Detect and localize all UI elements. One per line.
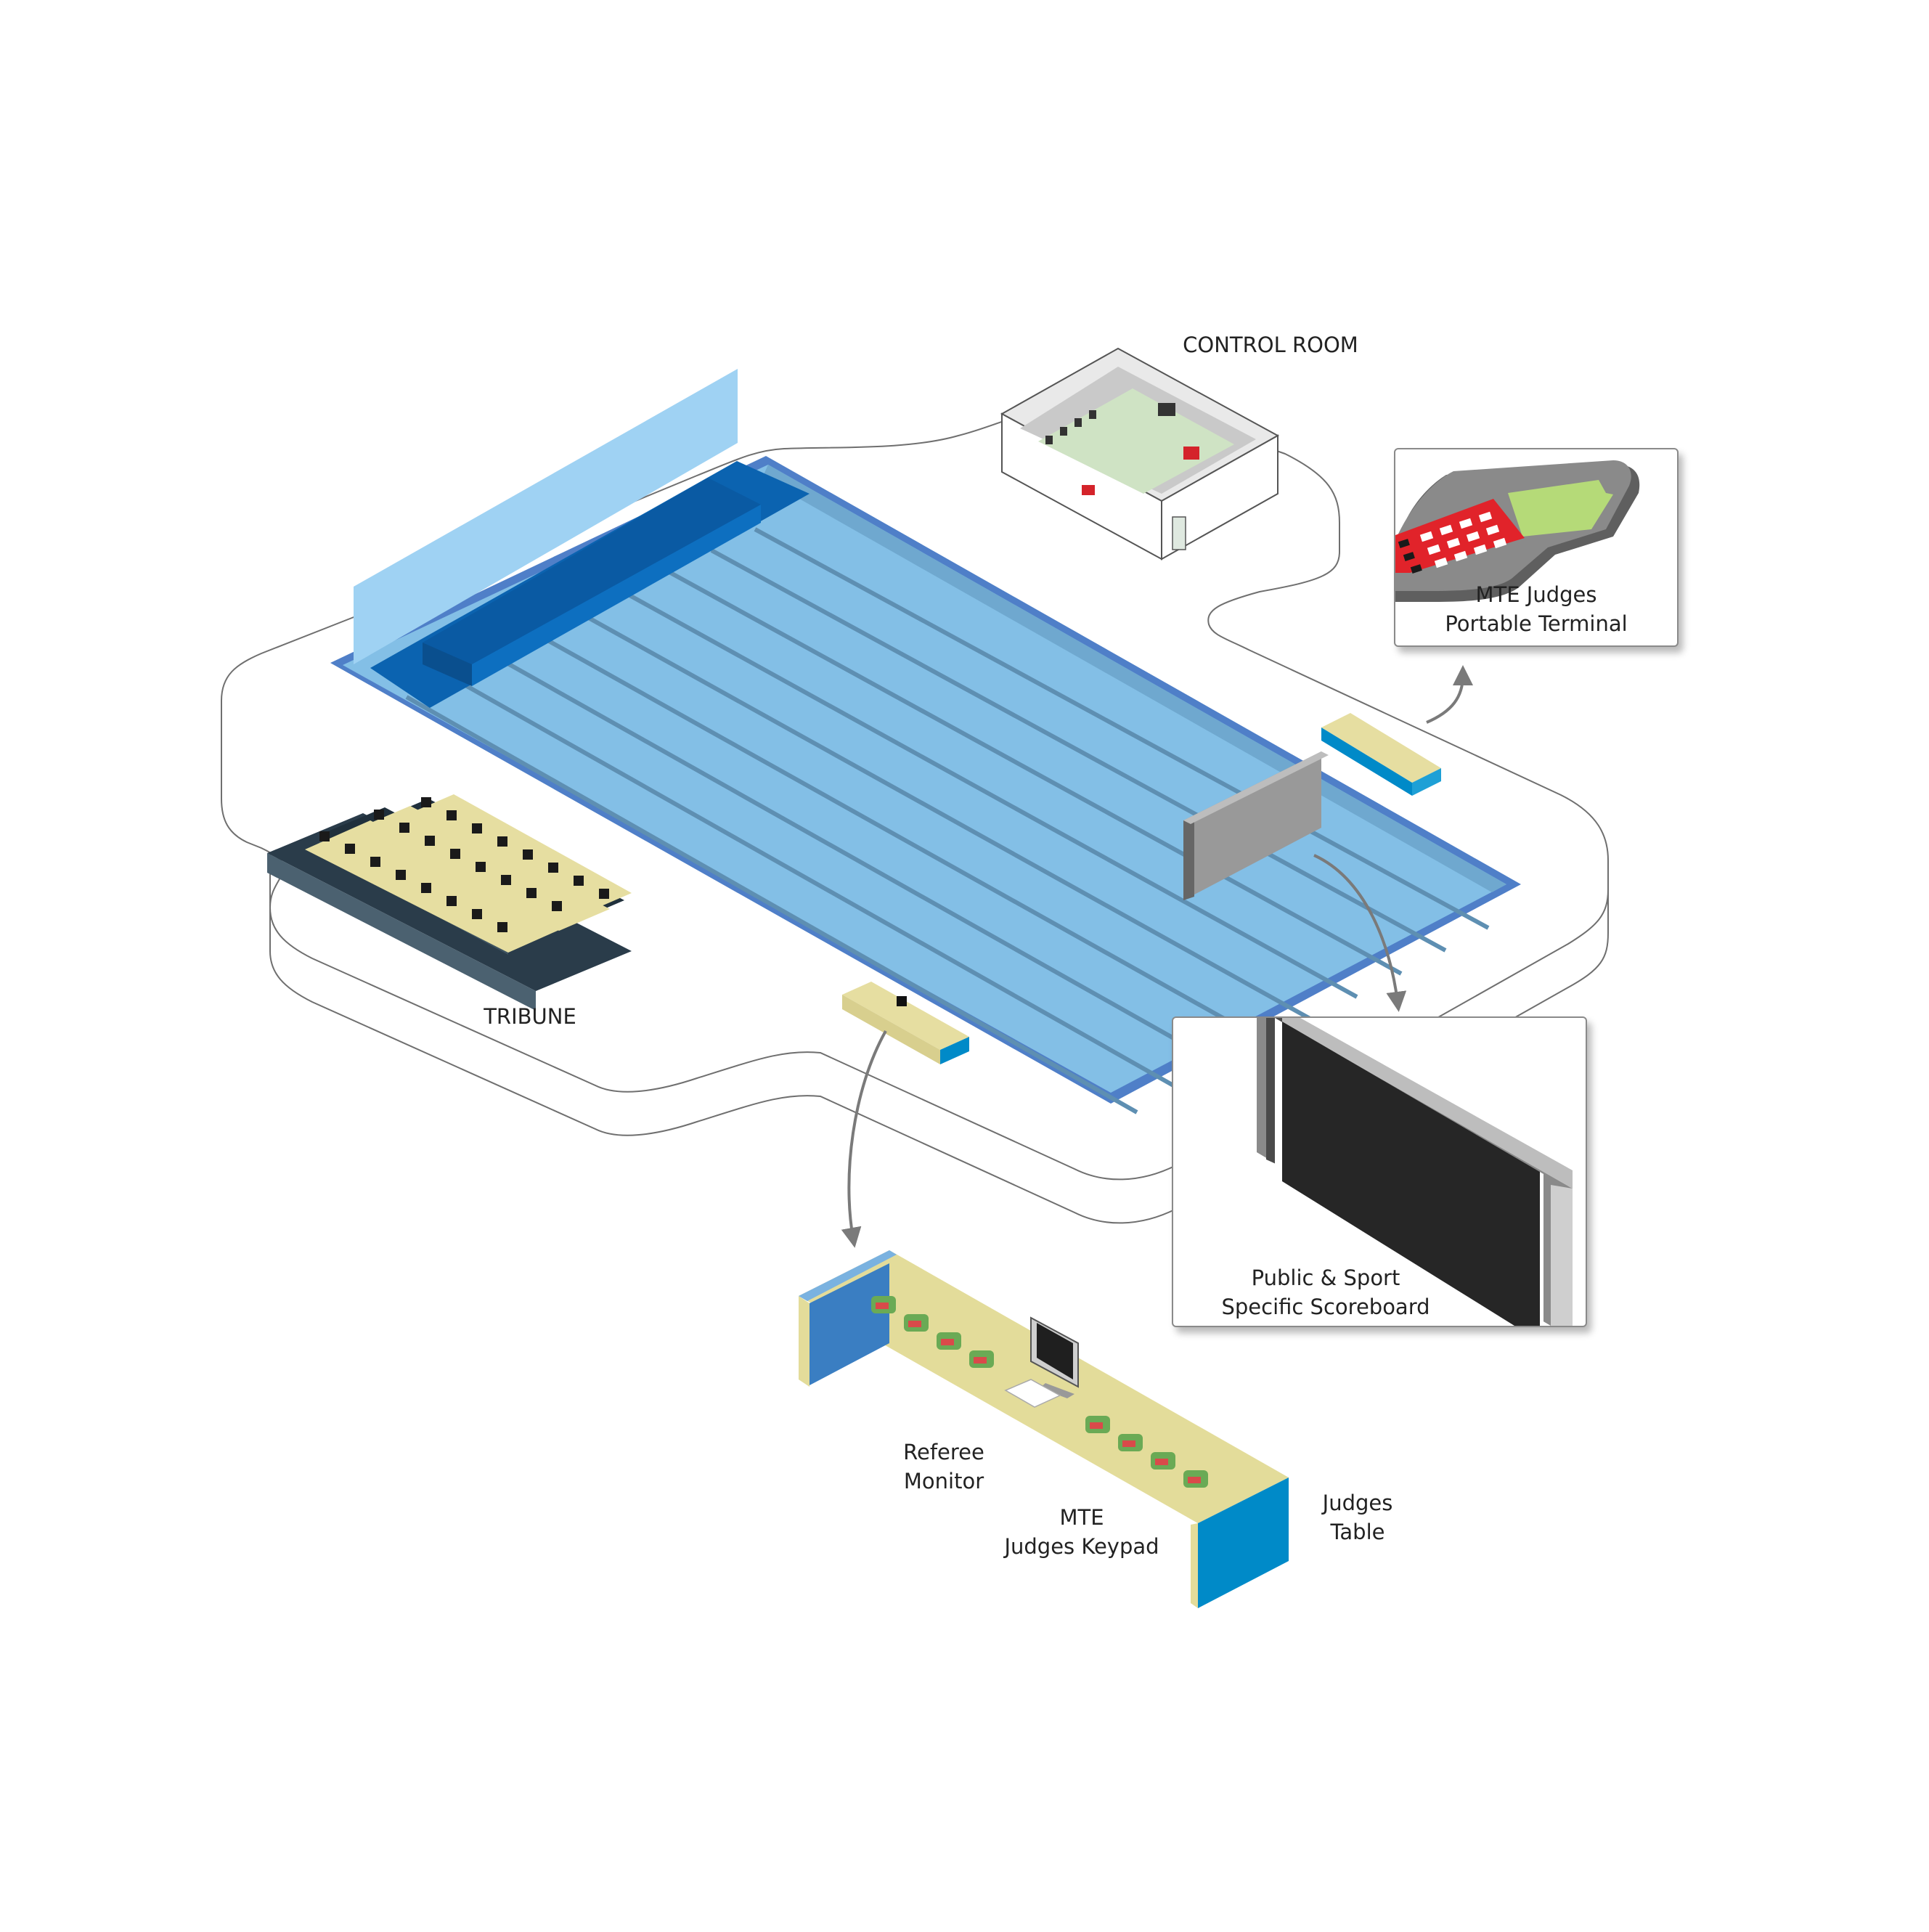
scoreboard-label-line2: Specific Scoreboard: [1221, 1295, 1430, 1319]
judges-table-label-line2: Table: [1330, 1520, 1385, 1544]
control-room-label: CONTROL ROOM: [1183, 333, 1358, 357]
judges-desk-small-left: [842, 982, 969, 1064]
judges-table-label-line1: Judges: [1322, 1491, 1393, 1515]
scoreboard-icon: [1257, 1018, 1573, 1326]
tribune: [267, 794, 632, 1011]
arrow-to-terminal: [1426, 665, 1473, 724]
referee-monitor-label-line1: Referee: [903, 1440, 984, 1464]
control-room: [1000, 347, 1280, 561]
arrows: [841, 665, 1473, 1248]
pool-end-wall: [354, 369, 738, 664]
scoreboard-card: Public & Sport Specific Scoreboard: [1172, 1016, 1587, 1327]
judges-table: [799, 1250, 1289, 1608]
judges-keypad-label-line2: Judges Keypad: [1004, 1534, 1159, 1559]
arrow-to-judges-table: [841, 1030, 887, 1248]
portable-terminal-icon: [1395, 460, 1640, 602]
scoreboard-label-line1: Public & Sport: [1251, 1265, 1400, 1290]
scoreboard-panel: [1183, 751, 1329, 900]
arrow-to-scoreboard: [1313, 854, 1407, 1012]
referee-monitor: [1004, 1316, 1079, 1408]
tribune-label: TRIBUNE: [484, 1004, 576, 1029]
pool-lane-lines: [405, 527, 1490, 1114]
referee-monitor-label-line2: Monitor: [903, 1469, 984, 1493]
portable-terminal-card: MTE Judges Portable Terminal: [1394, 448, 1679, 647]
tribune-monitors: [319, 797, 609, 932]
pool: [330, 369, 1521, 1114]
judges-keypad-label-line1: MTE: [1059, 1505, 1104, 1530]
terminal-label-line2: Portable Terminal: [1445, 611, 1628, 636]
judges-desk-small-right: [1321, 713, 1441, 796]
judges-keypads: [871, 1296, 1208, 1488]
terminal-label-line1: MTE Judges: [1475, 582, 1597, 607]
